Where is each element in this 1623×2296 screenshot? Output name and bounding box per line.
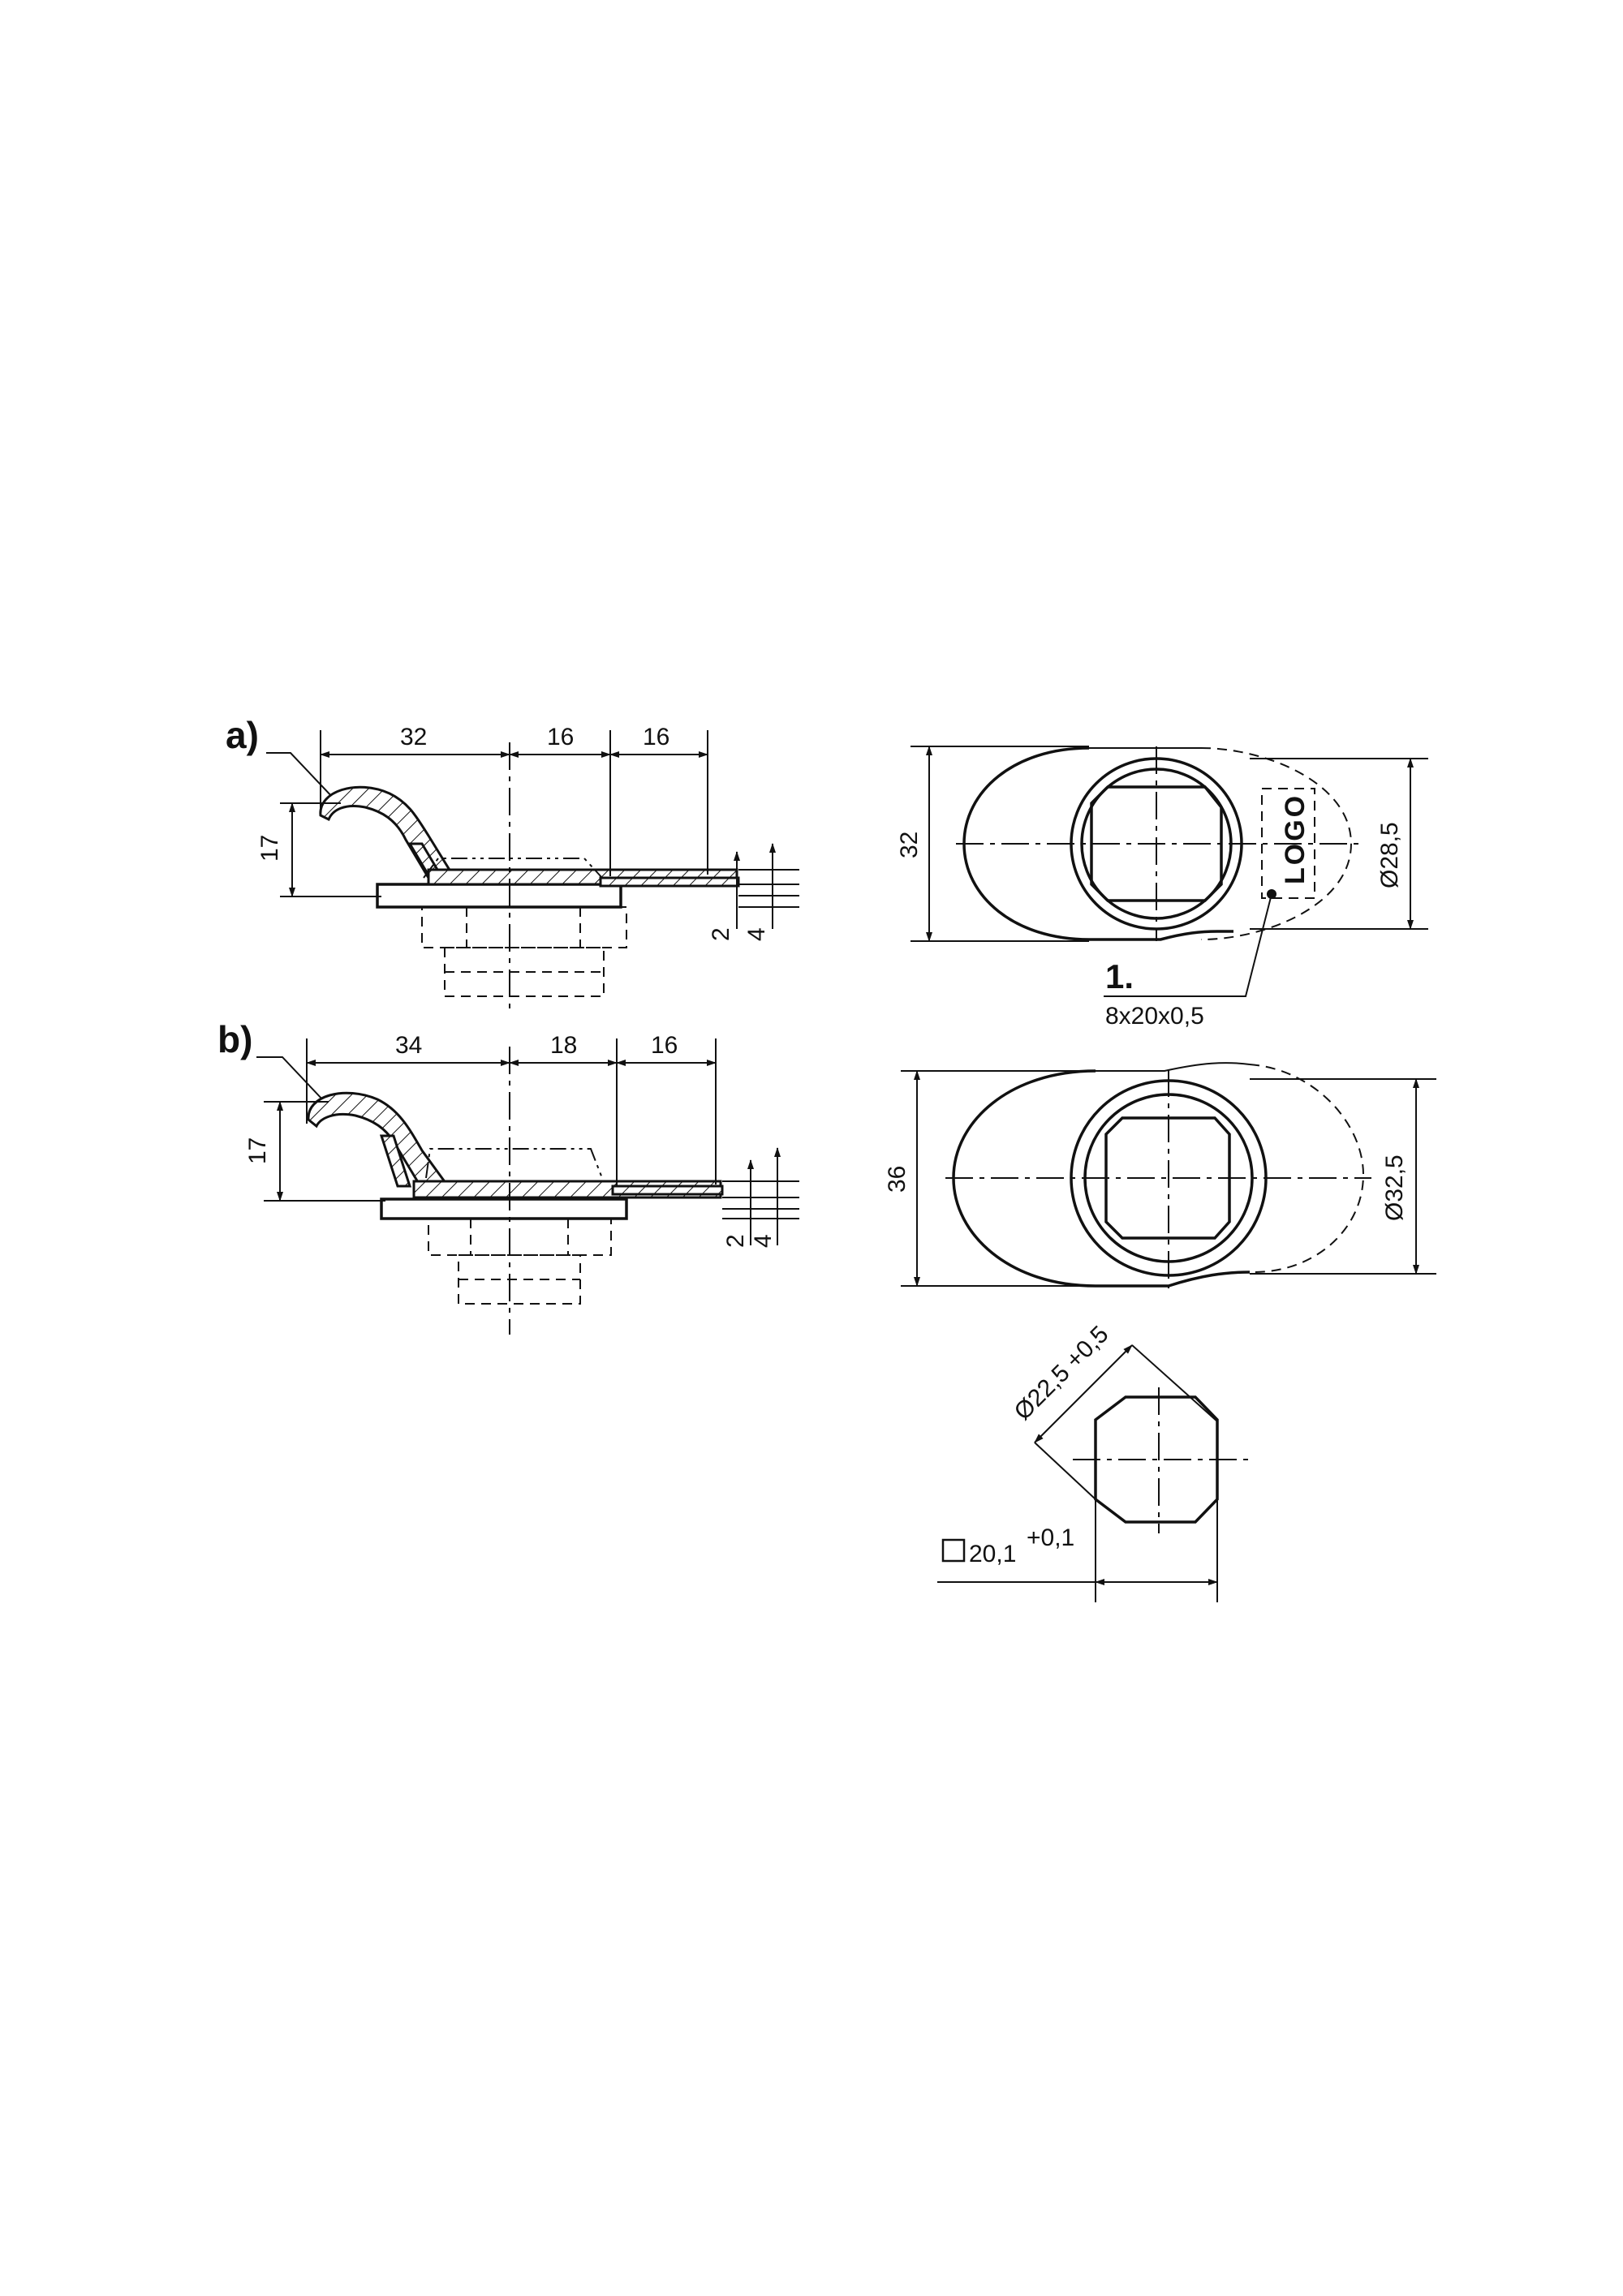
top-b-cylinder	[1104, 1116, 1231, 1240]
top-b-outline	[952, 1069, 1251, 1288]
dim-a-16: 16	[547, 724, 574, 750]
cutout-square: 20,1	[969, 1541, 1016, 1567]
top-a-outline	[962, 746, 1233, 941]
phantom-top-b	[425, 1148, 603, 1179]
dim-b-17: 17	[244, 1137, 271, 1164]
side-view-a: a) 32 16 16 17	[226, 714, 799, 1010]
side-view-b: b) 34 18 16 17 2 4	[217, 1018, 799, 1335]
dim-b-18: 18	[550, 1032, 577, 1059]
dim-b-34: 34	[395, 1032, 422, 1059]
nut-b	[428, 1218, 612, 1256]
view-label-b: b)	[217, 1018, 252, 1060]
dim-b-16: 16	[651, 1032, 678, 1059]
dim-a-32: 32	[400, 724, 427, 750]
cam-tab-a	[599, 876, 740, 888]
mount-plate-a	[376, 883, 622, 909]
handle-web-b	[379, 1134, 412, 1188]
dim-top-a-dia: Ø28,5	[1376, 822, 1403, 888]
panel-cutout: Ø22,5 +0,5 20,1 +0,1	[937, 1321, 1250, 1602]
top-b-phantom	[1249, 1064, 1365, 1274]
phantom-top-a	[423, 858, 603, 879]
dim-b-4: 4	[750, 1234, 777, 1248]
top-view-b: 36 Ø32,5	[884, 1062, 1436, 1288]
leader-b	[256, 1056, 325, 1103]
callout-number: 1.	[1105, 957, 1134, 995]
nut-a	[421, 906, 627, 948]
top-a-cylinder	[1090, 785, 1223, 902]
cutout-diameter: Ø22,5 +0,5	[1010, 1321, 1114, 1425]
dim-top-b-36: 36	[884, 1166, 911, 1193]
cutout-dia-dim	[1034, 1344, 1133, 1443]
leader-a	[266, 752, 335, 800]
dim-a-17: 17	[256, 835, 283, 862]
top-view-a: LOGO 32 Ø28,5 1. 8x20x0,5	[896, 746, 1428, 1030]
cutout-shape	[1094, 1395, 1219, 1524]
handle-b	[307, 1091, 450, 1188]
callout-leader	[1104, 893, 1272, 997]
dim-a-4: 4	[743, 927, 770, 941]
mount-plate-b	[380, 1197, 628, 1220]
cutout-square-tol: +0,1	[1027, 1524, 1074, 1551]
dim-a-16b: 16	[643, 724, 669, 750]
square-symbol	[941, 1538, 966, 1563]
dim-a-2: 2	[708, 927, 734, 941]
cam-tab-b	[611, 1185, 724, 1196]
dim-top-a-32: 32	[896, 832, 923, 858]
dim-top-b-dia: Ø32,5	[1381, 1154, 1408, 1221]
dim-b-2: 2	[722, 1234, 749, 1248]
logo-text: LOGO	[1280, 793, 1311, 884]
callout-text: 8x20x0,5	[1105, 1003, 1204, 1030]
view-label-a: a)	[226, 714, 259, 756]
